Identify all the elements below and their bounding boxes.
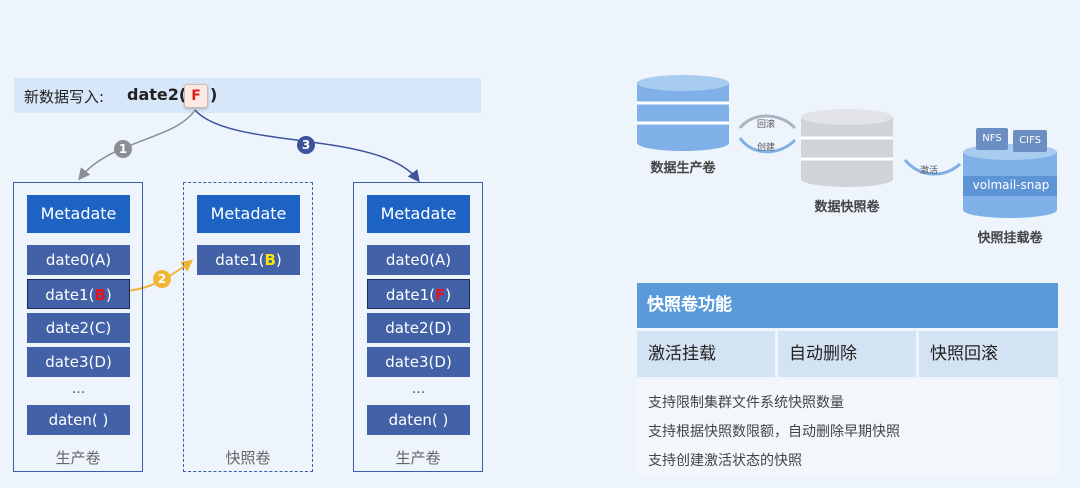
snapshot-volume: Metadate date1(B) 快照卷 — [183, 182, 313, 472]
production-volume-after: Metadate date0(A) date1(F) date2(D) date… — [353, 182, 483, 472]
production-row-date2: date2(C) — [27, 313, 130, 343]
snapshot-cylinder-icon — [801, 109, 893, 187]
production-ellipsis: ... — [71, 381, 86, 397]
production-row-date0: date0(A) — [27, 245, 130, 275]
mount-volume-name: volmail-snap — [972, 178, 1050, 192]
production-after-row-date3: date3(D) — [367, 347, 470, 377]
activate-arrow — [903, 158, 962, 176]
feature-panel-title: 快照卷功能 — [637, 283, 1058, 328]
snapshot-volume-label: 快照卷 — [225, 449, 271, 467]
new-block-letter: F — [435, 286, 446, 304]
production-row-date1: date1(B) — [27, 279, 130, 309]
snapshot-row-date1: date1(B) — [197, 245, 300, 275]
rollback-arrow — [738, 114, 797, 130]
production-after-row-date0: date0(A) — [367, 245, 470, 275]
snapshot-metadata: Metadate — [197, 195, 300, 233]
production-after-row-date2: date2(D) — [367, 313, 470, 343]
mount-cylinder-label: 快照挂载卷 — [977, 231, 1043, 246]
feature-tab-auto-delete: 自动删除 — [778, 331, 916, 377]
production-after-row-date1: date1(F) — [367, 279, 470, 309]
new-data-banner — [14, 78, 481, 113]
production-cylinder-label: 数据生产卷 — [650, 161, 716, 176]
production-after-volume-label: 生产卷 — [395, 449, 441, 467]
nfs-folder-icon — [976, 128, 1008, 150]
nfs-folder-label: NFS — [982, 133, 1002, 144]
feature-tab-activate-mount: 激活挂载 — [637, 331, 775, 377]
production-cylinder-icon — [637, 75, 729, 151]
production-volume-label: 生产卷 — [55, 449, 101, 467]
snapshot-cylinder-label: 数据快照卷 — [814, 200, 880, 215]
cifs-folder-label: CIFS — [1019, 135, 1041, 146]
create-label: 创建 — [757, 143, 776, 153]
production-after-row-daten: daten( ) — [367, 405, 470, 435]
step-2-badge: 2 — [153, 270, 171, 288]
new-data-date: date2( — [127, 85, 187, 104]
new-data-f-block: F — [184, 84, 208, 108]
feature-line-1: 支持限制集群文件系统快照数量 — [648, 395, 844, 411]
production-after-ellipsis: ... — [411, 381, 426, 397]
mount-cylinder-icon — [963, 144, 1057, 218]
feature-panel-body — [637, 379, 1058, 474]
activate-label: 激活 — [920, 166, 939, 176]
feature-tab-snapshot-rollback: 快照回滚 — [919, 331, 1058, 377]
step-1-badge: 1 — [114, 140, 132, 158]
arrow-step-1 — [78, 109, 196, 181]
feature-line-3: 支持创建激活状态的快照 — [648, 453, 802, 469]
new-data-label: 新数据写入: — [24, 88, 105, 106]
production-after-metadata: Metadate — [367, 195, 470, 233]
rollback-label: 回滚 — [757, 120, 776, 130]
feature-line-2: 支持根据快照数限额，自动删除早期快照 — [648, 424, 900, 440]
production-row-date3: date3(D) — [27, 347, 130, 377]
snapshot-block-letter: B — [264, 251, 276, 269]
production-metadata: Metadate — [27, 195, 130, 233]
production-row-daten: daten( ) — [27, 405, 130, 435]
production-volume: Metadate date0(A) date1(B) date2(C) date… — [13, 182, 143, 472]
changed-block-letter: B — [94, 286, 106, 304]
cifs-folder-icon — [1013, 130, 1047, 152]
step-3-badge: 3 — [297, 136, 315, 154]
create-arrow — [738, 137, 797, 154]
new-data-close: ) — [210, 85, 218, 104]
